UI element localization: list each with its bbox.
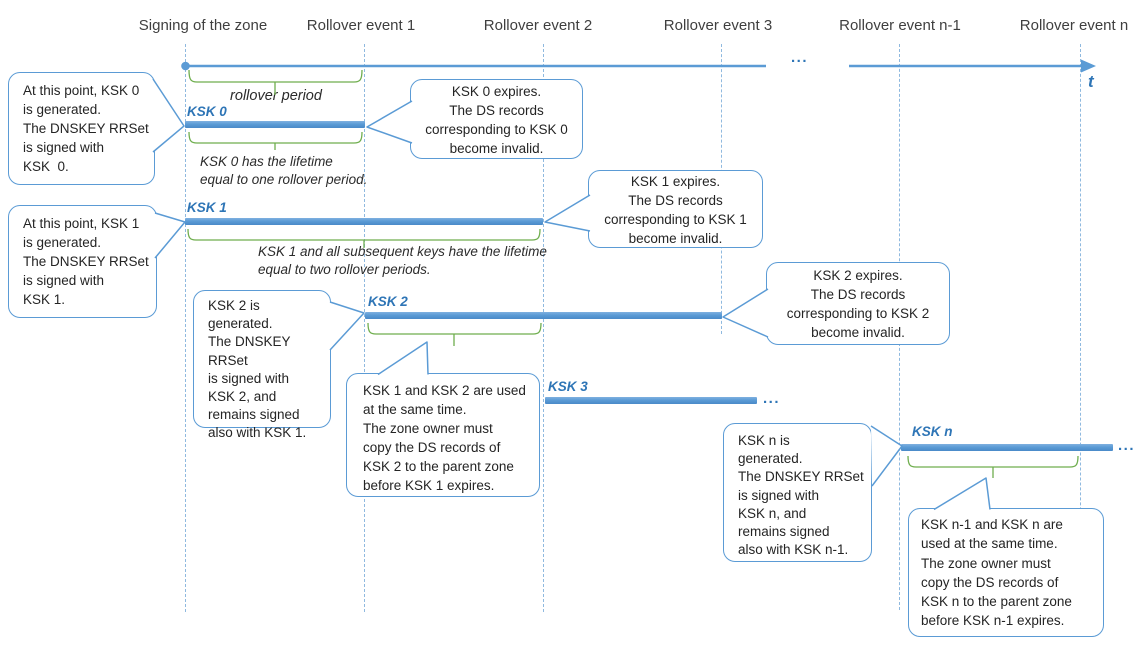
event-line-n bbox=[1080, 44, 1081, 610]
rollover-period-label: rollover period bbox=[230, 88, 322, 104]
ksk0-label: KSK 0 bbox=[187, 104, 227, 119]
ksk1-lifetime-note: KSK 1 and all subsequent keys have the l… bbox=[258, 244, 547, 277]
ksk3-bar bbox=[545, 397, 757, 404]
header-rollover-event-1: Rollover event 1 bbox=[306, 17, 416, 34]
callout-ksk2-expires: KSK 2 expires. The DS records correspond… bbox=[766, 262, 950, 345]
ksk2-label: KSK 2 bbox=[368, 294, 408, 309]
tail-ksk1-ksk2-overlap bbox=[377, 341, 429, 376]
callout-ksk0-expires: KSK 0 expires. The DS records correspond… bbox=[410, 79, 583, 159]
header-rollover-event-n: Rollover event n bbox=[1019, 17, 1129, 34]
ksk2-bar bbox=[365, 312, 722, 319]
tail-ksk2-expires bbox=[722, 288, 769, 338]
kskn-bar-ellipsis: ... bbox=[1118, 437, 1136, 454]
event-line-1 bbox=[364, 44, 365, 612]
ksk3-bar-ellipsis: ... bbox=[763, 390, 781, 407]
brace-kskn-overlap bbox=[907, 455, 1079, 478]
ksk1-label: KSK 1 bbox=[187, 200, 227, 215]
tail-ksk2-generated bbox=[329, 301, 365, 351]
callout-kskn-generated: KSK n is generated. The DNSKEY RRSet is … bbox=[723, 423, 872, 562]
kskn-label: KSK n bbox=[912, 424, 953, 439]
tail-kskn-generated bbox=[870, 425, 903, 487]
ksk0-lifetime-note: KSK 0 has the lifetime equal to one roll… bbox=[200, 154, 368, 187]
event-line-signing bbox=[185, 44, 186, 612]
brace-ksk2-overlap bbox=[367, 322, 542, 346]
ksk1-bar bbox=[185, 218, 543, 225]
tail-ksk0-expires bbox=[366, 100, 413, 144]
callout-ksk1-ksk2-overlap: KSK 1 and KSK 2 are used at the same tim… bbox=[346, 373, 540, 497]
timeline-ellipsis: ... bbox=[791, 49, 809, 66]
tail-ksk0-generated bbox=[152, 78, 185, 153]
timeline-arrowhead bbox=[1081, 59, 1096, 73]
callout-kskn-overlap: KSK n-1 and KSK n are used at the same t… bbox=[908, 508, 1104, 637]
header-rollover-event-3: Rollover event 3 bbox=[663, 17, 773, 34]
time-axis-label: t bbox=[1088, 72, 1094, 91]
ksk3-label: KSK 3 bbox=[548, 379, 588, 394]
callout-ksk1-expires: KSK 1 expires. The DS records correspond… bbox=[588, 170, 763, 248]
callout-ksk0-generated: At this point, KSK 0 is generated. The D… bbox=[8, 72, 155, 185]
header-rollover-event-n1: Rollover event n-1 bbox=[839, 17, 961, 34]
callout-ksk2-generated: KSK 2 is generated. The DNSKEY RRSet is … bbox=[193, 290, 331, 440]
brace-ksk0-lifetime bbox=[188, 131, 363, 150]
kskn-bar bbox=[901, 444, 1113, 451]
tail-ksk1-generated bbox=[154, 212, 186, 259]
header-rollover-event-2: Rollover event 2 bbox=[483, 17, 593, 34]
ksk0-bar bbox=[185, 121, 365, 128]
callout-ksk1-generated: At this point, KSK 1 is generated. The D… bbox=[8, 205, 157, 318]
event-line-2 bbox=[543, 44, 544, 612]
header-signing-of-zone: Signing of the zone bbox=[138, 17, 268, 34]
tail-kskn-overlap bbox=[933, 477, 991, 511]
tail-ksk1-expires bbox=[544, 194, 591, 232]
